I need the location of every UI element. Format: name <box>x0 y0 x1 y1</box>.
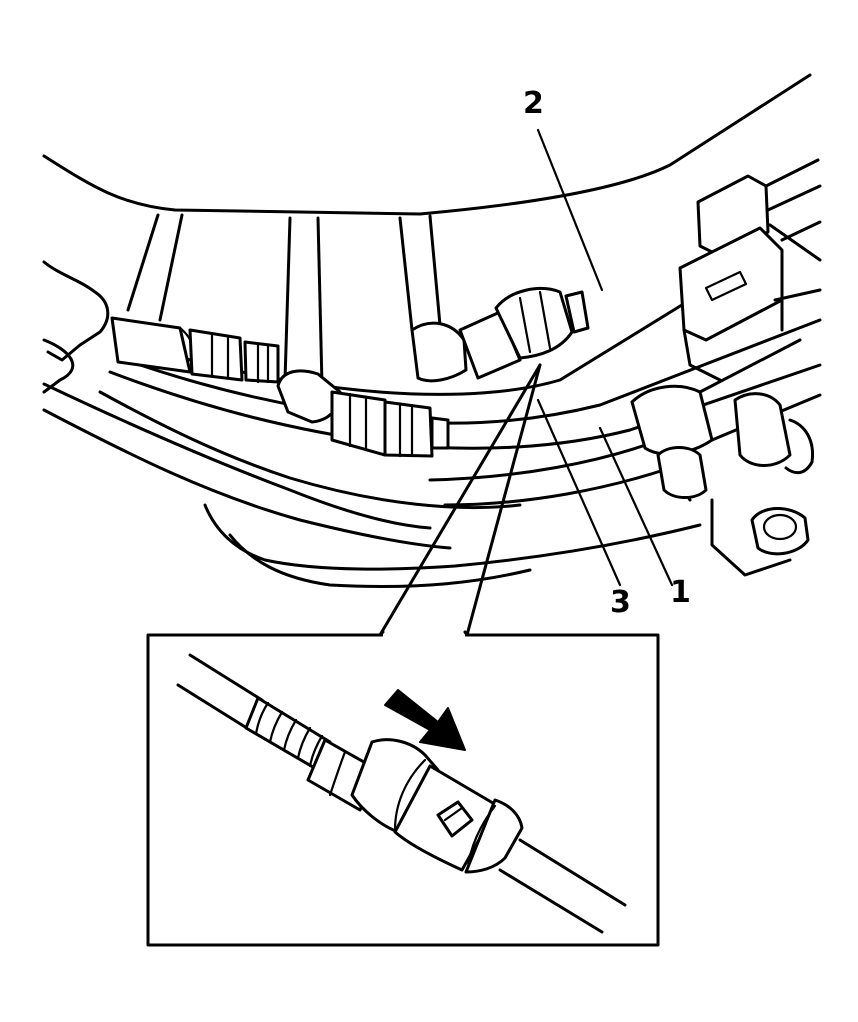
left-frame-rail-lower <box>42 408 452 550</box>
boot-left <box>110 316 280 384</box>
right-tube <box>630 338 822 502</box>
zoom-cone-left <box>378 363 542 637</box>
callout-3: 3 <box>610 585 631 620</box>
arrow-icon <box>384 689 466 751</box>
callout-2: 2 <box>523 86 544 121</box>
left-frame-edge <box>42 338 75 394</box>
inset-cable-upper <box>188 653 264 702</box>
leader-1 <box>598 426 674 587</box>
plug-wire-3 <box>398 214 442 332</box>
inset-cable-exit-lower <box>498 868 604 934</box>
bracket-upper-right <box>678 158 822 382</box>
wire-bundle-under-2 <box>443 466 672 507</box>
zoom-cone-right <box>465 363 542 637</box>
boot-center <box>276 369 450 458</box>
lower-contour-3 <box>98 390 522 510</box>
wire-bundle-under <box>428 438 662 482</box>
left-frame-rail <box>42 382 432 530</box>
boot-right <box>410 287 590 383</box>
inset-cable-lower <box>176 683 252 732</box>
lower-contour-2 <box>228 533 532 589</box>
inset-cable-exit-upper <box>518 838 627 907</box>
body-contour <box>42 73 812 216</box>
left-bracket <box>42 260 110 362</box>
detail-inset <box>146 630 660 947</box>
leader-2 <box>536 128 604 292</box>
callout-1: 1 <box>670 575 691 610</box>
inset-connector <box>350 738 524 874</box>
engine-area-illustration: 2 3 1 <box>42 73 822 620</box>
bracket-lower-right <box>710 392 815 577</box>
leader-3 <box>536 398 622 587</box>
lower-contour-1 <box>203 503 702 571</box>
plug-wire-2 <box>283 216 324 387</box>
plug-wire-1 <box>126 213 184 322</box>
